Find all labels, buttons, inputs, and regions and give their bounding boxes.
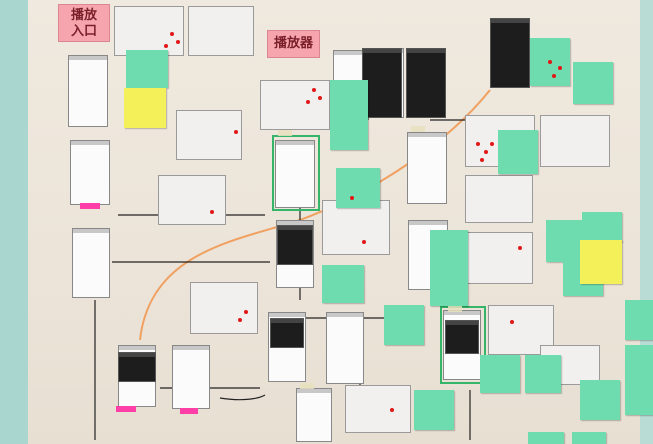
red-dot bbox=[480, 158, 484, 162]
red-dot bbox=[350, 196, 354, 200]
green-sticky-note bbox=[525, 355, 561, 393]
printed-note bbox=[260, 80, 330, 130]
player-pink-note: 播放器 bbox=[267, 30, 320, 58]
dark-phone-screenshot bbox=[277, 225, 313, 265]
dark-phone-screenshot bbox=[362, 48, 402, 118]
red-dot bbox=[176, 40, 180, 44]
phone-screenshot bbox=[68, 55, 108, 127]
green-sticky-note bbox=[625, 345, 653, 415]
red-dot bbox=[362, 240, 366, 244]
green-sticky-note bbox=[126, 50, 168, 88]
red-dot bbox=[490, 142, 494, 146]
tape bbox=[448, 306, 462, 312]
printed-note bbox=[190, 282, 258, 334]
phone-screenshot bbox=[326, 312, 364, 384]
green-sticky-note bbox=[430, 230, 468, 306]
entry-pink-note: 播放 入口 bbox=[58, 4, 110, 42]
player-pink-note-text: 播放器 bbox=[273, 36, 313, 51]
green-sticky-note bbox=[572, 432, 606, 444]
printed-note bbox=[188, 6, 254, 56]
red-dot bbox=[476, 142, 480, 146]
green-sticky-note bbox=[580, 380, 620, 420]
printed-note bbox=[345, 385, 411, 433]
tape bbox=[300, 383, 314, 389]
phone-screenshot bbox=[296, 388, 332, 442]
arrow-line bbox=[219, 394, 266, 401]
green-sticky-note bbox=[546, 220, 584, 262]
printed-note bbox=[465, 232, 533, 284]
pink-flag bbox=[180, 408, 198, 414]
red-dot bbox=[238, 318, 242, 322]
green-sticky-note bbox=[625, 300, 653, 340]
yellow-sticky-note bbox=[124, 88, 166, 128]
entry-pink-note-text: 播放 入口 bbox=[70, 8, 97, 39]
red-dot bbox=[552, 74, 556, 78]
red-dot bbox=[170, 32, 174, 36]
green-sticky-note bbox=[480, 355, 520, 393]
red-dot bbox=[210, 210, 214, 214]
red-dot bbox=[234, 130, 238, 134]
red-dot bbox=[390, 408, 394, 412]
phone-screenshot bbox=[407, 132, 447, 204]
pink-flag bbox=[80, 203, 100, 209]
printed-note bbox=[158, 175, 226, 225]
highlight-frame bbox=[272, 135, 320, 211]
dark-phone-screenshot bbox=[270, 318, 304, 348]
red-dot bbox=[312, 88, 316, 92]
highlight-frame bbox=[440, 306, 486, 384]
red-dot bbox=[244, 310, 248, 314]
green-sticky-note bbox=[384, 305, 424, 345]
tape bbox=[411, 126, 425, 132]
printed-note bbox=[176, 110, 242, 160]
red-dot bbox=[484, 150, 488, 154]
dark-phone-screenshot bbox=[118, 352, 156, 382]
red-dot bbox=[518, 246, 522, 250]
yellow-sticky-note bbox=[580, 240, 622, 284]
tape bbox=[278, 130, 292, 136]
red-dot bbox=[548, 60, 552, 64]
green-sticky-note bbox=[322, 265, 364, 303]
phone-screenshot bbox=[70, 140, 110, 205]
printed-note bbox=[465, 175, 533, 223]
printed-note bbox=[114, 6, 184, 56]
green-sticky-note bbox=[528, 432, 564, 444]
red-dot bbox=[558, 66, 562, 70]
pink-flag bbox=[116, 406, 136, 412]
green-sticky-note bbox=[498, 130, 538, 174]
dark-phone-screenshot bbox=[490, 18, 530, 88]
green-sticky-note bbox=[330, 80, 368, 150]
red-dot bbox=[164, 44, 168, 48]
green-sticky-note bbox=[573, 62, 613, 104]
printed-note bbox=[540, 115, 610, 167]
dark-phone-screenshot bbox=[406, 48, 446, 118]
dark-phone-screenshot bbox=[445, 320, 479, 354]
printed-note bbox=[322, 200, 390, 255]
phone-screenshot bbox=[172, 345, 210, 409]
green-sticky-note bbox=[336, 168, 380, 208]
red-dot bbox=[306, 100, 310, 104]
teal-wall-left bbox=[0, 0, 28, 444]
red-dot bbox=[318, 96, 322, 100]
phone-screenshot bbox=[275, 140, 315, 208]
green-sticky-note bbox=[582, 212, 622, 242]
green-sticky-note bbox=[414, 390, 454, 430]
phone-screenshot bbox=[72, 228, 110, 298]
red-dot bbox=[510, 320, 514, 324]
